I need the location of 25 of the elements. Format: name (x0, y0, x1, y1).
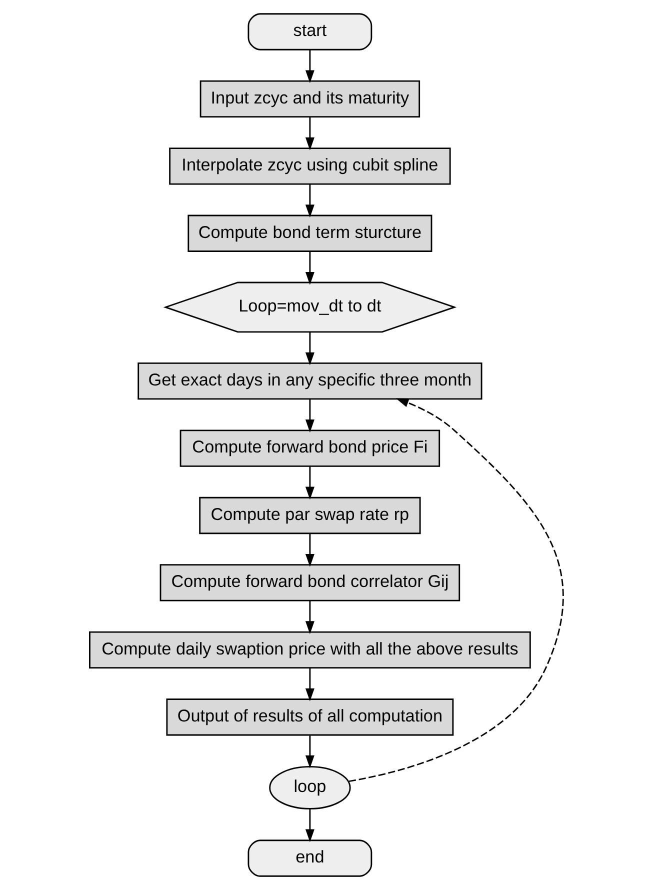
arrow (304, 117, 314, 150)
node-box: Compute forward bond correlator Gij (159, 564, 460, 602)
arrow (304, 184, 314, 218)
node-box: start (247, 13, 372, 50)
node-box: Compute bond term sturcture (187, 214, 432, 252)
node-box: Compute daily swaption price with all the above results (88, 631, 530, 668)
node-box: Input zcyc and its maturity (199, 80, 420, 118)
arrow (304, 332, 314, 366)
arrow (304, 668, 314, 702)
arrow (304, 399, 314, 432)
arrow (304, 251, 314, 285)
node-box: Compute forward bond price Fi (179, 430, 440, 467)
arrow (304, 534, 314, 567)
node-box: Interpolate zcyc using cubit spline (168, 148, 450, 185)
node-box: Get exact days in any specific three month (137, 362, 482, 400)
arrow (304, 601, 314, 634)
node-box: Compute par swap rate rp (198, 496, 420, 534)
node-ellipse: loop (268, 766, 350, 810)
arrow (304, 809, 314, 842)
arrow (304, 736, 314, 768)
arrow (348, 398, 564, 782)
arrow (304, 466, 314, 500)
node-box: end (247, 840, 372, 877)
arrow (304, 50, 314, 84)
node-box: Output of results of all computation (166, 698, 454, 736)
